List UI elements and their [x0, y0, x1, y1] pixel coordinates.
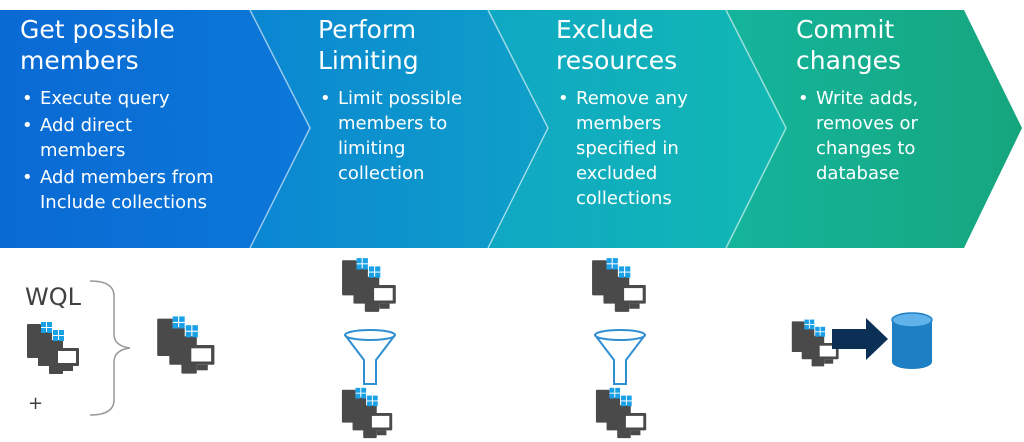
step-title: Get possible members: [20, 15, 175, 75]
server-stack-icon: [590, 254, 652, 316]
step-bullets: Remove any members specified in excluded…: [556, 86, 736, 211]
server-stack-icon: [340, 254, 402, 316]
bullet: Write adds, removes or changes to databa…: [796, 86, 966, 186]
step-perform-limiting: Perform Limiting Limit possible members …: [318, 14, 508, 188]
arrow-right-icon: [832, 318, 888, 360]
bullet: Limit possible members to limiting colle…: [318, 86, 488, 186]
bullet: Remove any members specified in excluded…: [556, 86, 726, 211]
database-icon: [891, 312, 933, 369]
server-stack-icon: [155, 312, 221, 378]
step-bullets: Execute query Add direct members Add mem…: [20, 86, 260, 215]
bullet: Add members from Include collections: [20, 165, 250, 215]
wql-label: WQL: [25, 283, 81, 311]
funnel-icon: [344, 329, 396, 385]
step-bullets: Limit possible members to limiting colle…: [318, 86, 508, 186]
plus-label: +: [28, 393, 44, 414]
step-get-possible-members: Get possible members Execute query Add d…: [20, 14, 260, 217]
step-exclude-resources: Exclude resources Remove any members spe…: [556, 14, 736, 213]
step-title: Perform Limiting: [318, 15, 419, 75]
step-title: Exclude resources: [556, 15, 678, 75]
step-commit-changes: Commit changes Write adds, removes or ch…: [796, 14, 976, 188]
server-stack-icon: [25, 318, 85, 378]
brace-icon: [89, 280, 131, 416]
step-bullets: Write adds, removes or changes to databa…: [796, 86, 976, 186]
bullet: Add direct members: [20, 113, 170, 163]
bullet: Execute query: [20, 86, 260, 111]
server-stack-icon: [340, 384, 398, 442]
step-title: Commit changes: [796, 15, 902, 75]
server-stack-icon: [594, 384, 652, 442]
funnel-icon: [594, 329, 646, 385]
